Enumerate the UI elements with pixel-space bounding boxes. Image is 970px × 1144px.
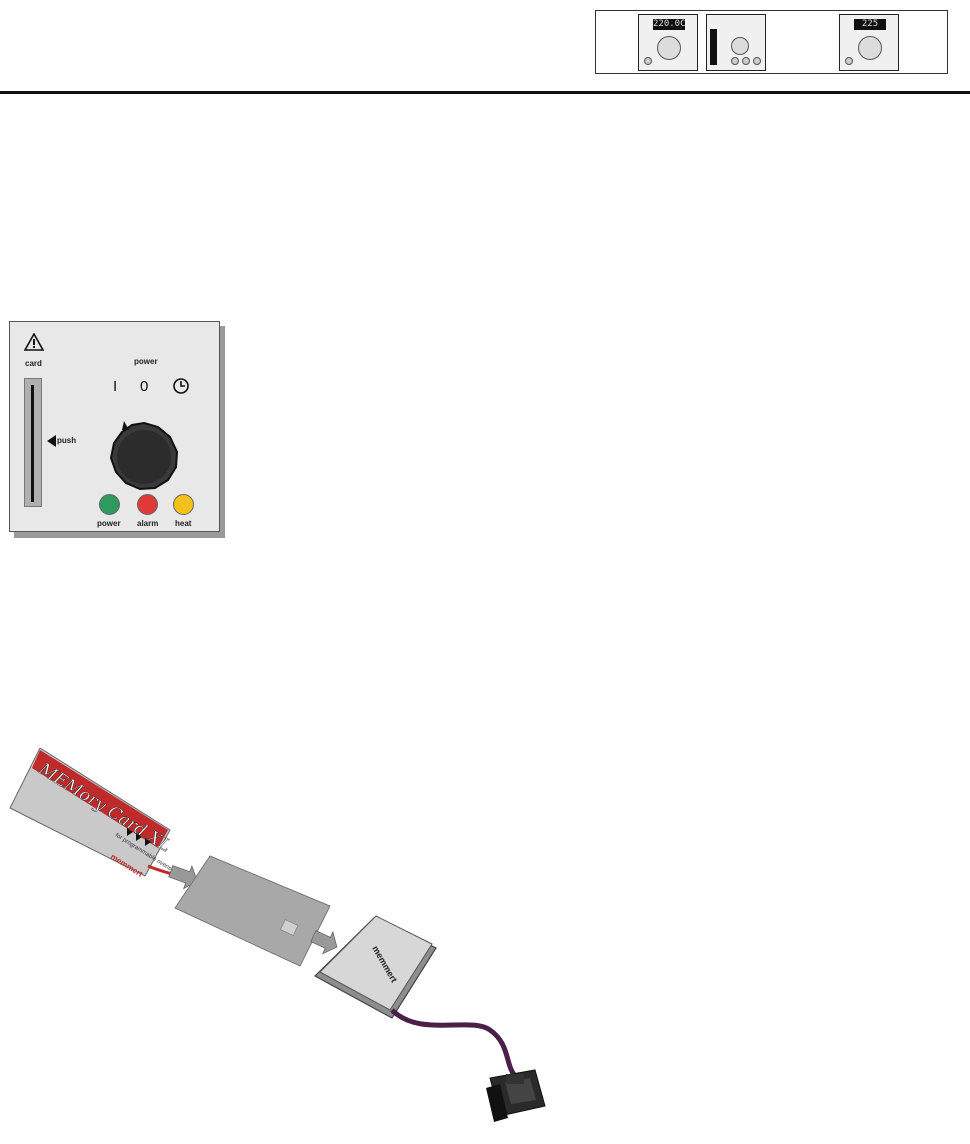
heat-lamp	[173, 494, 194, 515]
thumbnail-panel-display-2: 225	[839, 14, 899, 71]
thumbnail-lcd: 225	[854, 19, 886, 30]
thumbnail-led	[753, 57, 761, 65]
card-reader-illustration: MEMory Card XL for programmable ovens me…	[9, 748, 546, 1122]
cable	[390, 1008, 518, 1078]
lamp-label-alarm: alarm	[137, 519, 159, 528]
card-slot[interactable]	[24, 378, 42, 507]
thumbnail-lcd: 220.0C	[653, 19, 686, 30]
header-thumbnails: 220.0C 225	[595, 10, 948, 74]
thumbnail-slot	[710, 29, 717, 65]
thumbnail-knob	[731, 37, 749, 55]
chip-card	[174, 855, 331, 967]
thumbnail-knob	[858, 36, 882, 60]
thumbnail-led	[742, 57, 750, 65]
clock-icon	[173, 378, 189, 394]
power-selector-knob[interactable]	[108, 420, 180, 492]
power-lamp	[99, 494, 120, 515]
arrow-icon	[310, 930, 338, 955]
control-panel: card push power I 0 power alarm heat	[9, 321, 220, 532]
header-rule	[0, 91, 970, 94]
lamp-label-heat: heat	[175, 519, 192, 528]
thumbnail-led	[845, 57, 853, 65]
card-label: card	[25, 359, 42, 368]
thumbnail-panel-display: 220.0C	[638, 14, 698, 71]
card-reader-device: memmert	[314, 915, 437, 1019]
thumbnail-led	[644, 57, 652, 65]
push-arrow-icon	[47, 435, 56, 447]
power-label: power	[134, 357, 158, 366]
warning-triangle-icon	[24, 333, 44, 351]
thumbnail-knob	[657, 36, 681, 60]
thumbnail-led	[731, 57, 739, 65]
alarm-lamp	[137, 494, 158, 515]
thumbnail-panel-card	[706, 14, 766, 71]
connector-icon	[486, 1069, 546, 1122]
memory-card: MEMory Card XL for programmable ovens me…	[9, 748, 175, 879]
push-label: push	[57, 436, 77, 445]
switch-off-symbol: 0	[140, 378, 149, 395]
switch-on-symbol: I	[113, 378, 118, 395]
lamp-label-power: power	[97, 519, 121, 528]
